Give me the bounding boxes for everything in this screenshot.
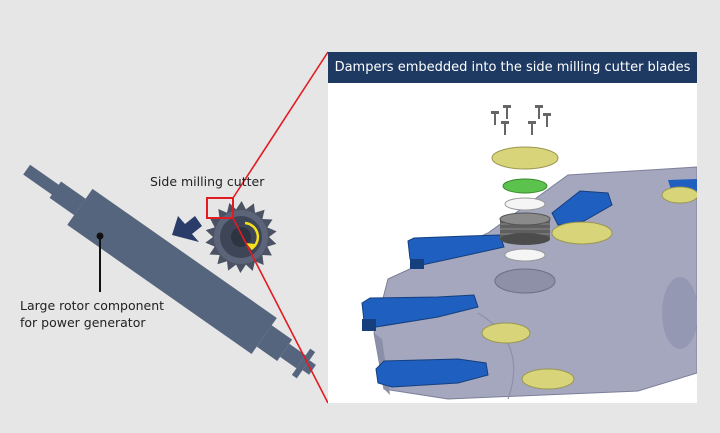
side-milling-cutter: [205, 201, 277, 273]
damper-disc: [481, 322, 531, 344]
damper-stack-white-top: [504, 197, 546, 211]
damper-stack: [499, 212, 551, 245]
feed-direction-arrow: [172, 216, 202, 242]
blade-left: [361, 294, 479, 331]
damper-disc: [661, 186, 697, 204]
rotor-component: [23, 164, 316, 379]
blade-bottom: [375, 358, 489, 388]
damper-detail-illustration: [361, 105, 697, 400]
damper-disc: [521, 368, 575, 390]
damper-pocket: [494, 268, 556, 294]
blade-center: [407, 234, 505, 269]
damper-disc: [551, 221, 613, 245]
detail-title: Dampers embedded into the side milling c…: [328, 52, 697, 83]
rotor-leader-dot: [96, 232, 104, 240]
top-cover-disc: [491, 146, 559, 170]
highlight-box: [206, 197, 234, 219]
side-milling-cutter-label: Side milling cutter: [150, 174, 265, 189]
damper-stack-white-bottom: [504, 248, 546, 262]
rotor-label-line2: for power generator: [20, 315, 146, 330]
detail-panel: Dampers embedded into the side milling c…: [328, 52, 697, 403]
green-disc: [502, 178, 548, 194]
zoom-line-bottom: [232, 217, 329, 404]
rotor-label-line1: Large rotor component: [20, 298, 165, 313]
screws: [491, 105, 551, 135]
zoom-line-top: [232, 51, 329, 199]
